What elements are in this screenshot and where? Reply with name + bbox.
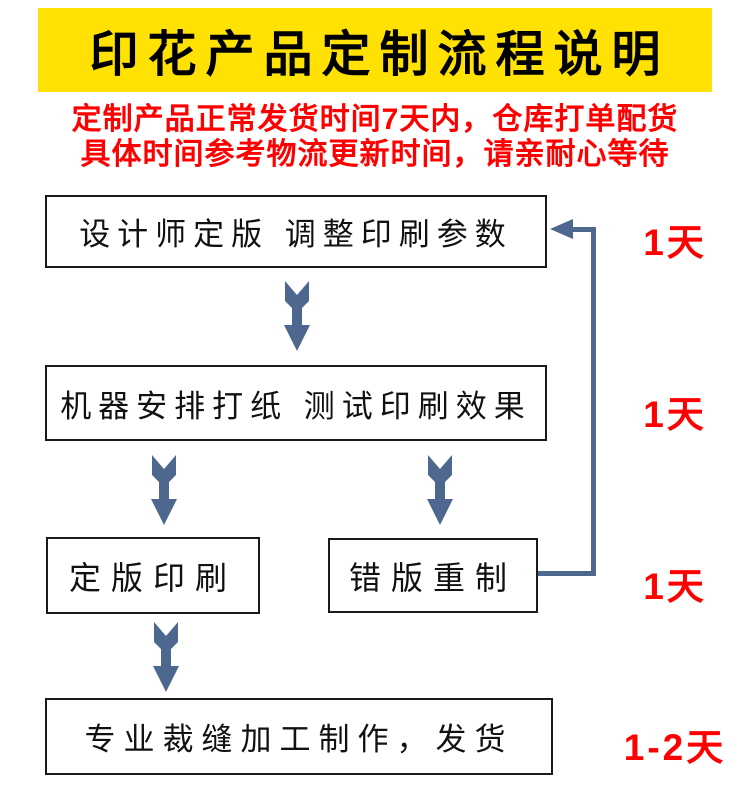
- down-arrow-icon: [150, 454, 178, 527]
- flow-box-print-test-label: 机器安排打纸 测试印刷效果: [60, 388, 532, 424]
- duration-step3: 1天: [643, 566, 707, 607]
- shipping-notice-line2: 具体时间参考物流更新时间，请亲耐心等待: [80, 138, 670, 171]
- down-arrow-icon: [152, 620, 180, 695]
- flow-box-final-print-label: 定版印刷: [68, 559, 237, 596]
- down-arrow-icon: [283, 281, 311, 352]
- duration-step2: 1天: [643, 394, 707, 435]
- title-banner: 印花产品定制流程说明: [38, 8, 712, 92]
- flow-box-design-label: 设计师定版 调整印刷参数: [79, 217, 513, 252]
- down-arrow-icon: [426, 454, 454, 527]
- flow-box-reprint: 错版重制: [328, 538, 538, 613]
- feedback-line-bottom: [538, 571, 596, 576]
- flow-box-reprint-label: 错版重制: [348, 559, 517, 596]
- left-arrowhead-icon: [550, 219, 573, 239]
- flow-box-sewing-ship-label: 专业裁缝加工制作，发货: [84, 722, 514, 757]
- page-title: 印花产品定制流程说明: [89, 27, 670, 82]
- shipping-notice-line1: 定制产品正常发货时间7天内，仓库打单配货: [71, 103, 679, 136]
- flow-box-print-test: 机器安排打纸 测试印刷效果: [45, 365, 547, 441]
- flow-box-final-print: 定版印刷: [46, 537, 260, 614]
- flow-box-design: 设计师定版 调整印刷参数: [45, 195, 547, 268]
- feedback-line-top: [571, 227, 596, 232]
- flow-box-sewing-ship: 专业裁缝加工制作，发货: [45, 698, 553, 775]
- shipping-notice: 定制产品正常发货时间7天内，仓库打单配货 具体时间参考物流更新时间，请亲耐心等待: [0, 102, 750, 172]
- feedback-line-vertical: [591, 228, 596, 576]
- duration-step4: 1-2天: [623, 727, 727, 768]
- duration-step1: 1天: [643, 222, 707, 263]
